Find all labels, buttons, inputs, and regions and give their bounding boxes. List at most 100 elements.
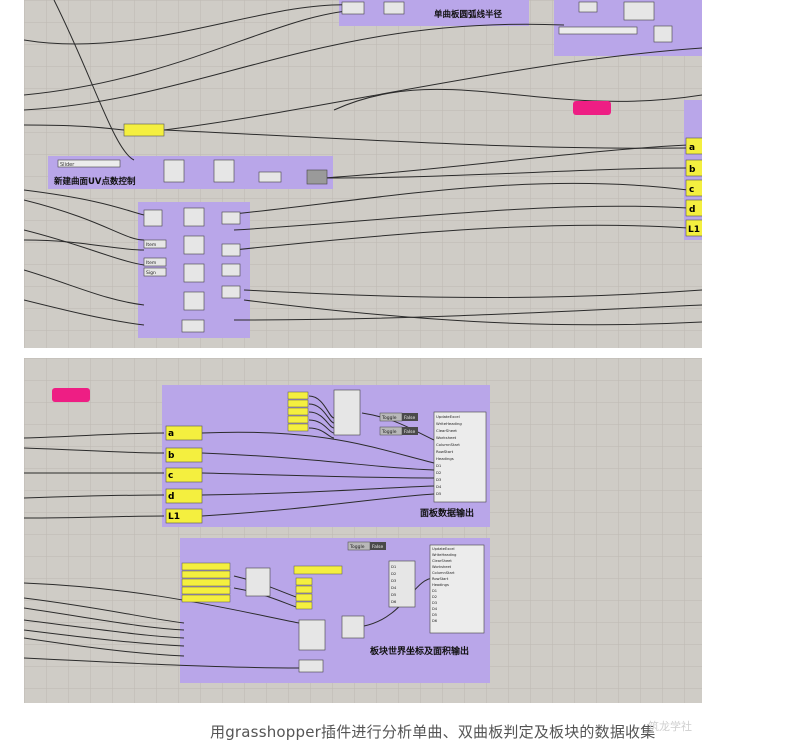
vector-component-1[interactable]	[143, 209, 163, 227]
scribble-note[interactable]	[52, 388, 90, 402]
input-label: WriteHeading	[432, 553, 456, 557]
param-d[interactable]	[165, 488, 203, 504]
small-panel[interactable]	[295, 577, 313, 586]
input-label: D3	[436, 477, 442, 482]
input-label: UpdateExcel	[436, 414, 460, 419]
param-a[interactable]	[165, 425, 203, 441]
param-l1[interactable]	[685, 219, 702, 237]
value-panel[interactable]	[293, 565, 343, 575]
input-label: D1	[436, 463, 442, 468]
toggle-1-label: Toggle	[381, 415, 397, 421]
param-a-label: a	[689, 143, 695, 153]
merge-component-1[interactable]	[333, 389, 361, 436]
heading-panel[interactable]	[181, 562, 231, 571]
vector-component-7[interactable]	[221, 263, 241, 277]
input-label: WriteHeading	[436, 421, 462, 426]
param-output[interactable]	[306, 169, 328, 185]
watermark: 筑龙学社	[648, 720, 692, 733]
param-l1-label: L1	[688, 225, 700, 235]
list-component[interactable]	[258, 171, 282, 183]
vector-component-3[interactable]	[221, 211, 241, 225]
vector-component-6[interactable]	[183, 263, 205, 283]
sign-selector[interactable]	[143, 267, 167, 277]
param-d[interactable]	[685, 199, 702, 217]
item-selector-1[interactable]	[143, 239, 167, 249]
input-label: ColumnStart	[436, 442, 460, 447]
param-c[interactable]	[165, 467, 203, 483]
vector-component-4[interactable]	[183, 235, 205, 255]
top-canvas[interactable]: Slider 新建曲面UV点数控制 单曲板圆弧线半径 Item Item Sig…	[24, 0, 702, 348]
param-c-label: c	[168, 471, 173, 481]
top-right-slider[interactable]	[558, 26, 638, 35]
small-panel[interactable]	[295, 601, 313, 610]
param-b-label: b	[689, 165, 696, 175]
merge-component-2[interactable]	[245, 567, 271, 597]
heading-panels-2	[181, 562, 231, 603]
vector-component-2[interactable]	[183, 207, 205, 227]
heading-panel[interactable]	[181, 586, 231, 595]
scribble-note[interactable]	[573, 101, 611, 115]
param-l1[interactable]	[165, 508, 203, 524]
uv-slider[interactable]	[57, 159, 121, 168]
input-label: Headings	[436, 456, 454, 461]
bottom-canvas[interactable]: a b c d L1 Toggle False Toggle False Upd…	[24, 358, 702, 703]
input-label: D5	[436, 491, 442, 496]
merge-input-label: D5	[391, 592, 397, 597]
param-d-label: d	[689, 205, 695, 215]
excel-writer-2[interactable]	[429, 544, 485, 634]
group-title-uv: 新建曲面UV点数控制	[54, 176, 136, 187]
toggle-3-label: Toggle	[349, 544, 365, 550]
item-selector-2[interactable]	[143, 257, 167, 267]
vector-component-10[interactable]	[181, 319, 205, 333]
bottom-canvas-svg: a b c d L1 Toggle False Toggle False Upd…	[24, 358, 702, 703]
toggle-1-value[interactable]	[402, 413, 418, 421]
group-title-panel-output: 面板数据输出	[420, 507, 474, 519]
deconstruct-component[interactable]	[298, 659, 324, 673]
area-component[interactable]	[298, 619, 326, 651]
heading-panel[interactable]	[287, 399, 309, 408]
small-panel[interactable]	[295, 593, 313, 602]
heading-panel[interactable]	[181, 570, 231, 579]
param-c[interactable]	[685, 179, 702, 197]
group-arc-radius[interactable]	[339, 0, 529, 26]
divide-surface-component[interactable]	[163, 159, 185, 183]
evaluate-component[interactable]	[213, 159, 235, 183]
heading-panel[interactable]	[287, 407, 309, 416]
param-b[interactable]	[685, 159, 702, 177]
small-panel[interactable]	[295, 585, 313, 594]
vector-component-9[interactable]	[221, 285, 241, 299]
heading-panel[interactable]	[287, 391, 309, 400]
merge-component-3[interactable]	[388, 560, 416, 608]
toggle-2-value-label: False	[404, 429, 416, 435]
param-a-label: a	[168, 429, 174, 439]
vector-component-8[interactable]	[183, 291, 205, 311]
top-right-component-a[interactable]	[578, 1, 598, 13]
figure-caption: 用grasshopper插件进行分析单曲、双曲板判定及板块的数据收集	[210, 723, 656, 741]
heading-panel[interactable]	[181, 594, 231, 603]
param-b[interactable]	[165, 447, 203, 463]
toggle-2-label: Toggle	[381, 429, 397, 435]
input-label: RowStart	[436, 449, 454, 454]
input-label: D2	[432, 595, 437, 599]
sign-label: Sign	[146, 270, 156, 276]
excel-writer-1[interactable]	[433, 411, 487, 503]
toggle-3-value-label: False	[372, 544, 384, 550]
input-label: RowStart	[432, 577, 449, 581]
heading-panel[interactable]	[287, 415, 309, 424]
heading-panel[interactable]	[287, 423, 309, 432]
number-panel[interactable]	[123, 123, 165, 137]
vector-component-5[interactable]	[221, 243, 241, 257]
param-a[interactable]	[685, 137, 702, 155]
merge-input-label: D1	[391, 564, 397, 569]
input-label: UpdateExcel	[432, 547, 455, 551]
coordinate-component[interactable]	[341, 615, 365, 639]
input-label: ClearSheet	[436, 428, 457, 433]
top-right-component-c[interactable]	[653, 25, 673, 43]
heading-panel[interactable]	[181, 578, 231, 587]
radius-component[interactable]	[383, 1, 405, 15]
arc-component[interactable]	[341, 1, 365, 15]
top-right-component-b[interactable]	[623, 1, 655, 21]
input-label: ClearSheet	[432, 559, 452, 563]
toggle-3-value[interactable]	[370, 542, 386, 550]
toggle-2-value[interactable]	[402, 427, 418, 435]
